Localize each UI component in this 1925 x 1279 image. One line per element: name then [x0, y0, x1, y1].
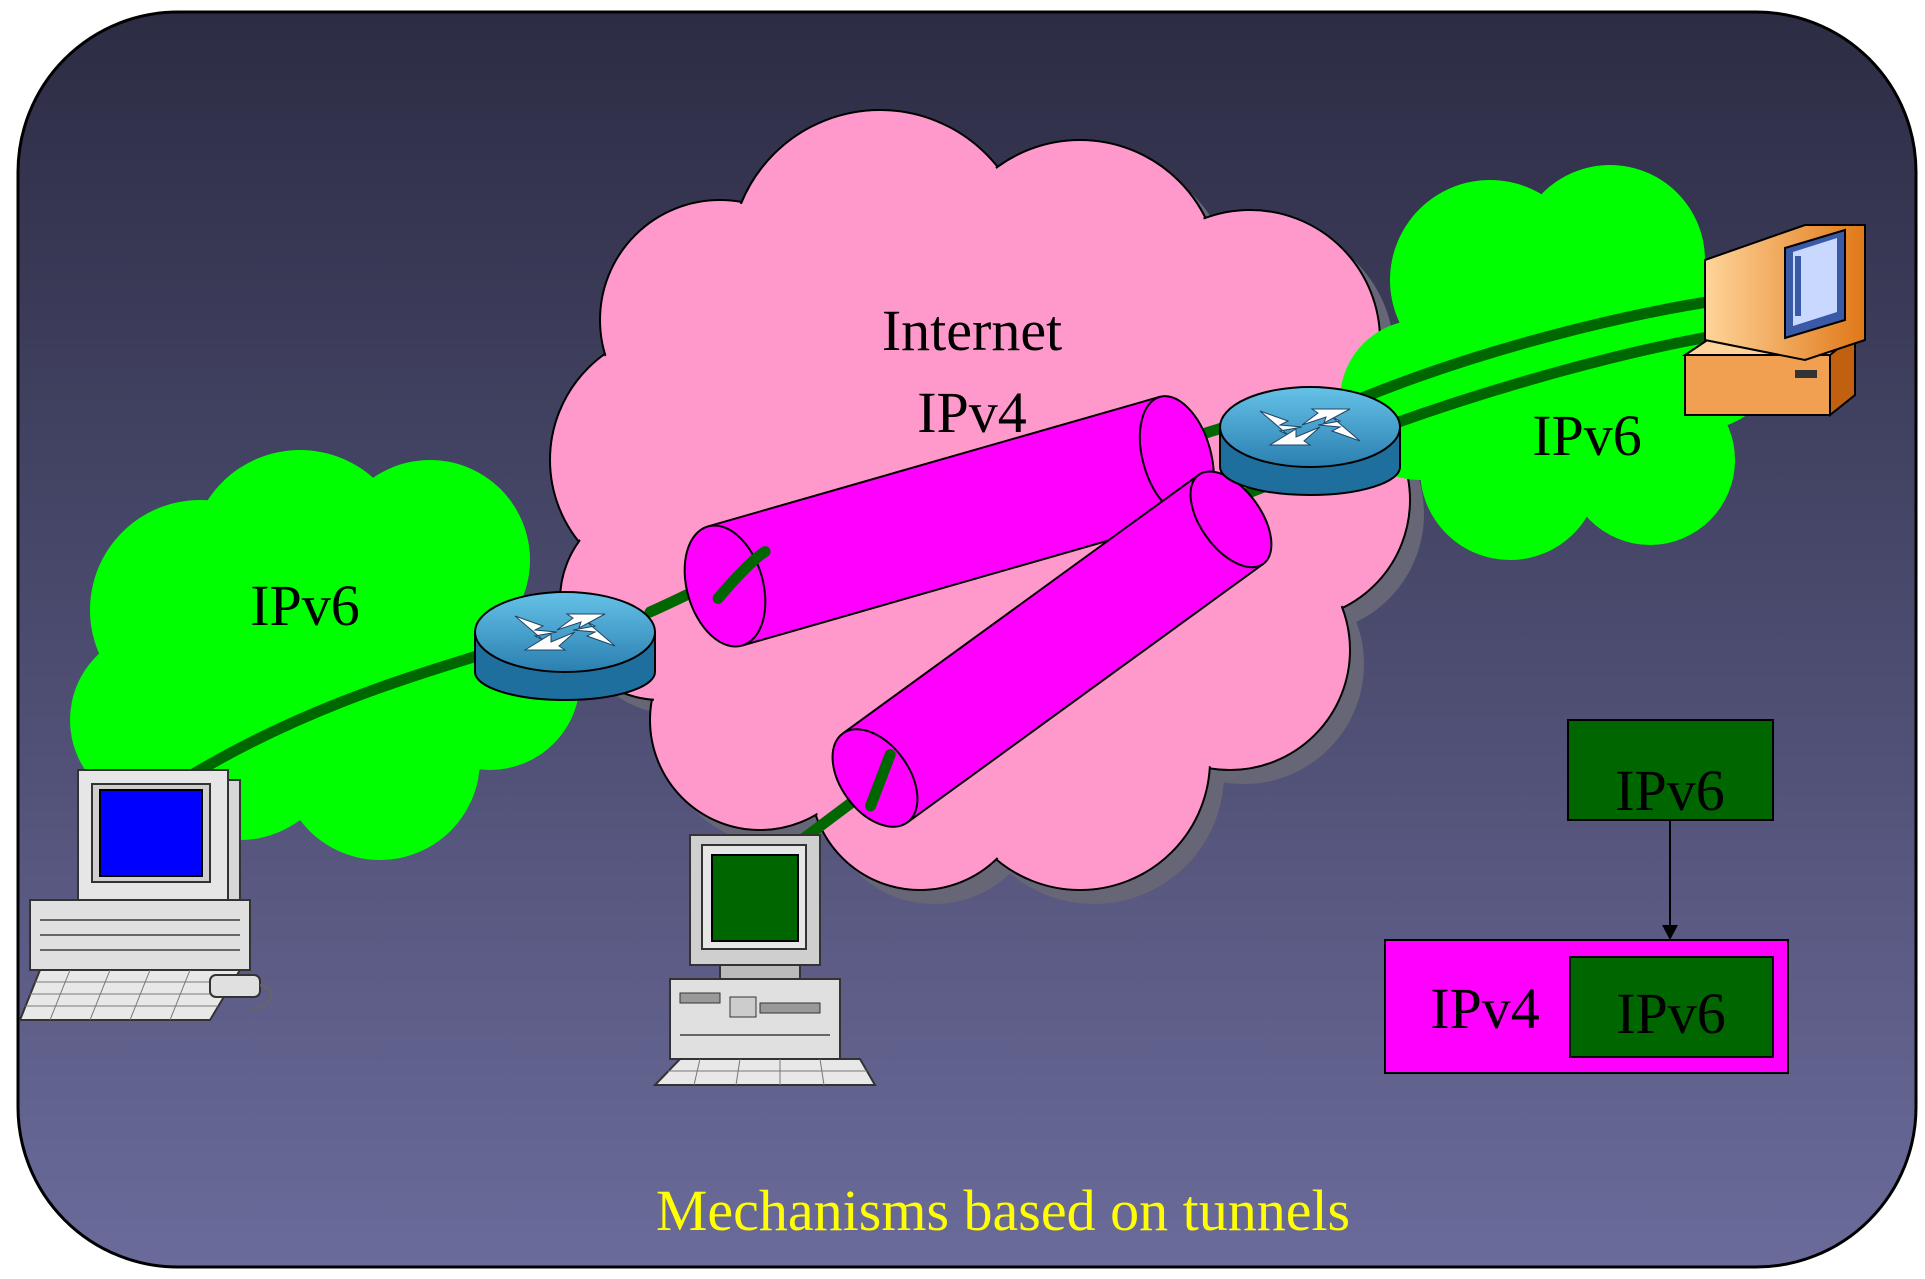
- link-right-router-host-a: [1356, 294, 1726, 404]
- packet-legend: IPv6 IPv4 IPv6: [1384, 719, 1789, 1074]
- caption: Mechanisms based on tunnels: [656, 1178, 1350, 1243]
- desktop-computer-icon: [18, 769, 272, 1021]
- router-icon: [1219, 386, 1401, 496]
- packet-ipv6-label: IPv6: [1615, 758, 1725, 823]
- packet-inner-ipv6-box: [1569, 956, 1774, 1058]
- router-icon: [474, 591, 656, 701]
- left-ipv6-label: IPv6: [250, 573, 360, 638]
- right-ipv6-label: IPv6: [1532, 403, 1642, 468]
- link-left-host-router: [184, 649, 486, 782]
- packet-ipv4-label: IPv4: [1430, 976, 1540, 1041]
- packet-ipv6-box: [1567, 719, 1774, 821]
- packet-inner-ipv6-label: IPv6: [1616, 981, 1726, 1046]
- workstation-computer-icon: [652, 834, 877, 1086]
- link-right-router-host-b: [1376, 329, 1726, 434]
- monitor-computer-icon: [1681, 224, 1866, 418]
- tunnel-lower: [831, 470, 1273, 828]
- internet-ipv4-label: IPv4: [917, 380, 1027, 445]
- internet-label: Internet: [882, 298, 1062, 363]
